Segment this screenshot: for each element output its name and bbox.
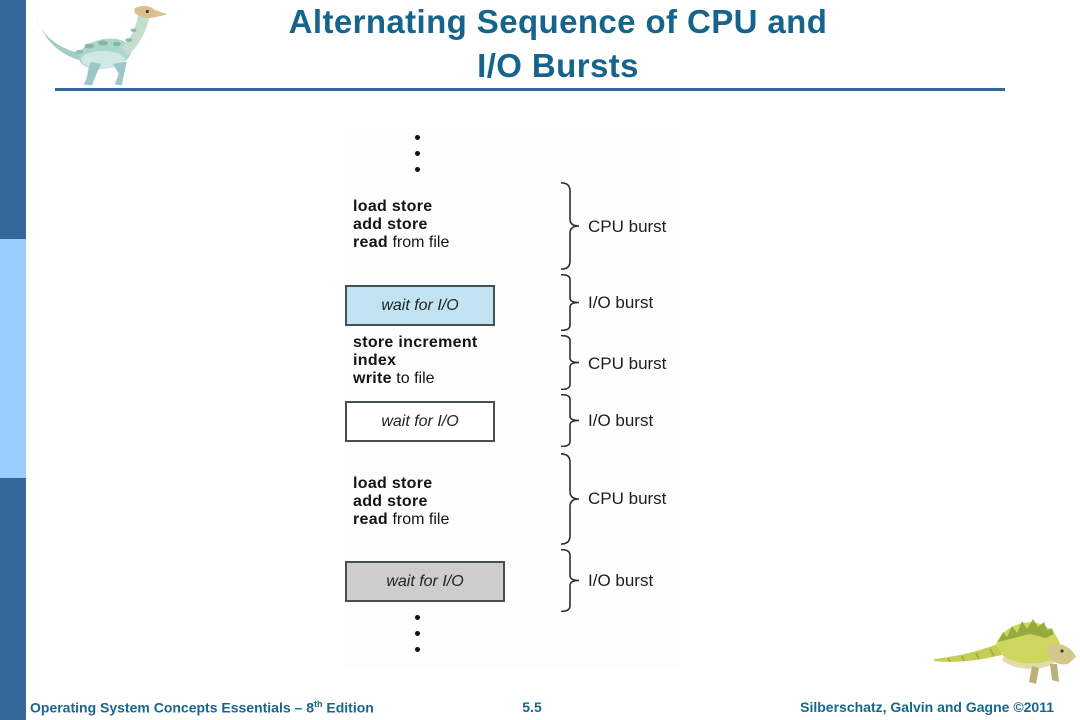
curly-brace-icon	[557, 549, 581, 612]
curly-brace-icon	[557, 274, 581, 331]
page-title: Alternating Sequence of CPU and I/O Burs…	[60, 0, 1056, 88]
vertical-ellipsis-icon	[415, 135, 420, 172]
burst-label: CPU burst	[588, 354, 667, 373]
title-divider	[55, 88, 1005, 91]
curly-brace-icon	[557, 335, 581, 390]
code-block-2: store increment index write to file	[353, 334, 478, 388]
sidebar-segment-dark-bottom	[0, 478, 26, 720]
code-block-1: load store add store read from file	[353, 198, 449, 252]
code-line: read from file	[353, 511, 450, 528]
wait-box-label: wait for I/O	[381, 412, 459, 430]
wait-for-io-box-gray: wait for I/O	[345, 561, 505, 602]
burst-label: I/O burst	[588, 571, 654, 590]
dinosaur-icon	[934, 619, 1076, 684]
curly-brace-icon	[557, 394, 581, 447]
curly-brace-icon	[557, 182, 581, 270]
page-title-line2: I/O Bursts	[477, 47, 639, 84]
burst-label: I/O burst	[588, 293, 654, 312]
curly-brace-icon	[557, 453, 581, 545]
vertical-ellipsis-icon	[415, 615, 420, 652]
sidebar-segment-light	[0, 239, 26, 478]
code-line: load store	[353, 475, 433, 492]
code-line: store increment	[353, 334, 478, 351]
code-line: load store	[353, 198, 433, 215]
footer-credits: Silberschatz, Galvin and Gagne ©2011	[800, 699, 1054, 715]
code-line: write to file	[353, 370, 435, 387]
slide-page-number: 5.5	[522, 699, 542, 715]
footer-book-title: Operating System Concepts Essentials – 8…	[30, 699, 374, 716]
burst-label: I/O burst	[588, 411, 654, 430]
code-line: add store	[353, 216, 428, 233]
burst-label: CPU burst	[588, 489, 667, 508]
dinosaur-logo-small-icon	[934, 604, 1076, 690]
wait-box-label: wait for I/O	[386, 572, 464, 590]
code-line: read from file	[353, 234, 450, 251]
wait-for-io-box-blue: wait for I/O	[345, 285, 495, 326]
code-block-3: load store add store read from file	[353, 475, 449, 529]
wait-box-label: wait for I/O	[381, 296, 459, 314]
sidebar-segment-dark-top	[0, 0, 26, 239]
page-title-line1: Alternating Sequence of CPU and	[288, 3, 828, 40]
dinosaur-logo-icon	[32, 2, 170, 88]
edition-superscript: th	[314, 699, 323, 709]
cpu-io-burst-diagram: load store add store read from file wait…	[345, 128, 680, 668]
code-line: index	[353, 352, 397, 369]
wait-for-io-box-white: wait for I/O	[345, 401, 495, 442]
dinosaur-icon	[35, 6, 168, 86]
code-line: add store	[353, 493, 428, 510]
burst-label: CPU burst	[588, 217, 667, 236]
